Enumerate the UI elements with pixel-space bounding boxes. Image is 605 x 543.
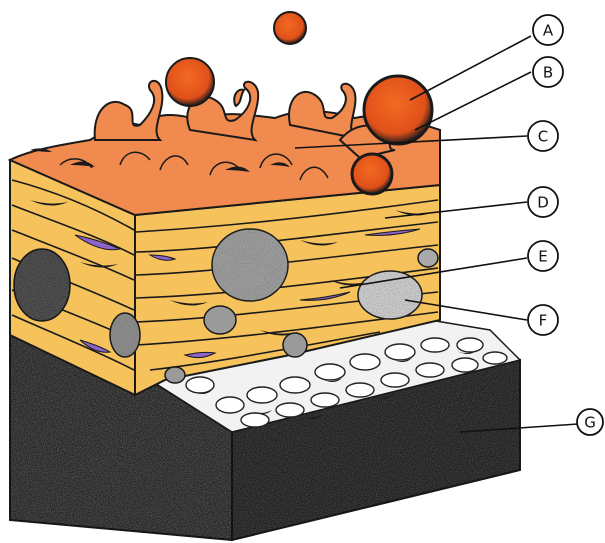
callout-label-C: C [538,128,548,146]
callout-label-F: F [539,312,548,330]
callout-G: G [577,409,603,435]
callout-label-A: A [543,22,554,40]
callout-A: A [533,15,563,45]
callout-F: F [528,305,558,335]
callout-label-E: E [538,248,547,266]
callout-label-G: G [584,414,596,432]
callout-label-D: D [537,194,549,212]
callout-D: D [528,187,558,217]
callout-E: E [528,241,558,271]
callout-B: B [533,57,563,87]
callout-label-B: B [543,64,553,82]
callout-C: C [528,121,558,151]
